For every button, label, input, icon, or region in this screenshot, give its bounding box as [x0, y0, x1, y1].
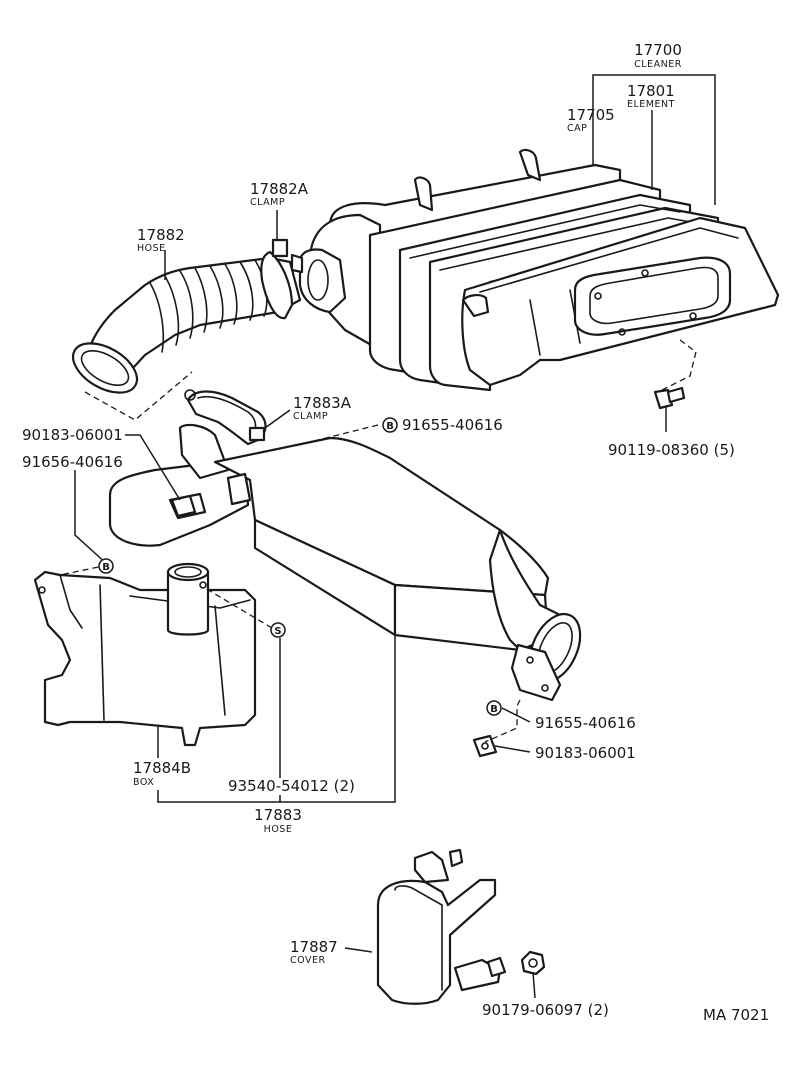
- cap-part-name: CAP: [567, 123, 587, 134]
- grommet-right: [472, 734, 498, 758]
- box-part-name: BOX: [133, 777, 154, 788]
- cover-part-number: 17887: [290, 938, 338, 956]
- bolt-part-number: 90119-08360 (5): [608, 441, 735, 459]
- element-part-number: 17801: [627, 82, 675, 100]
- mark-b-right: B: [486, 700, 502, 716]
- hose2-part-number: 17883: [254, 806, 302, 824]
- label-box: 17884B BOX: [133, 759, 191, 788]
- mark-s: S: [270, 622, 286, 638]
- dash-clip-right: [484, 699, 521, 743]
- hose1-part-name: HOSE: [137, 243, 166, 254]
- clamp-a-part-name: CLAMP: [250, 197, 285, 208]
- element-part-name: ELEMENT: [627, 99, 675, 110]
- hose1-part-number: 17882: [137, 226, 185, 244]
- leader-lines: [74, 74, 716, 999]
- cap-part-number: 17705: [567, 106, 615, 124]
- clamp-17883a: [184, 389, 267, 446]
- resonator-box-17884b: [33, 562, 257, 747]
- clip-left-part-number: 91656-40616: [22, 453, 123, 471]
- cleaner-part-name: CLEANER: [634, 59, 682, 70]
- svg-text:B: B: [386, 421, 394, 432]
- label-hose-17883: 17883 HOSE: [254, 806, 302, 835]
- label-hose-17882: 17882 HOSE: [137, 226, 185, 254]
- nut-part-number: 90179-06097 (2): [482, 1001, 609, 1019]
- label-clamp-17882a: 17882A CLAMP: [250, 180, 309, 208]
- dash-bolt: [661, 339, 697, 391]
- bolt-90119: [653, 386, 686, 410]
- clamp-b-part-name: CLAMP: [293, 411, 328, 422]
- grommet-left: [170, 494, 197, 518]
- svg-text:B: B: [490, 704, 498, 715]
- clamp-17882a: [260, 238, 304, 320]
- screw-93540: [199, 581, 207, 589]
- clip-top-part-number: 91655-40616: [402, 416, 503, 434]
- cleaner-part-number: 17700: [634, 41, 682, 59]
- air-cleaner-assembly: [298, 148, 780, 392]
- label-cap: 17705 CAP: [567, 106, 615, 134]
- dash-clip-left: [59, 564, 109, 576]
- nut-90179: [520, 950, 546, 976]
- grommet-right-part-number: 90183-06001: [535, 744, 636, 762]
- label-clamp-17883a: 17883A CLAMP: [293, 394, 352, 422]
- cover-17887: [376, 848, 507, 1005]
- label-element: 17801 ELEMENT: [627, 82, 675, 110]
- label-cover: 17887 COVER: [290, 938, 338, 966]
- cover-part-name: COVER: [290, 955, 326, 966]
- box-part-number: 17884B: [133, 759, 191, 777]
- dash-clip-top: [309, 424, 379, 443]
- hose-17882: [71, 256, 302, 394]
- mark-b-top: B: [382, 417, 398, 433]
- hose2-part-name: HOSE: [264, 824, 293, 835]
- clamp-b-part-number: 17883A: [293, 394, 352, 412]
- label-cleaner: 17700 CLEANER: [634, 41, 682, 70]
- svg-text:B: B: [102, 562, 110, 573]
- diagram-reference-code: MA 7021: [703, 1006, 769, 1024]
- dash-screw: [204, 587, 273, 629]
- screw-part-number: 93540-54012 (2): [228, 777, 355, 795]
- intake-duct-17883: [108, 423, 582, 702]
- grommet-left-part-number: 90183-06001: [22, 426, 123, 444]
- clamp-a-part-number: 17882A: [250, 180, 309, 198]
- mark-b-left: B: [98, 558, 114, 574]
- clip-right-part-number: 91655-40616: [535, 714, 636, 732]
- svg-text:S: S: [274, 626, 281, 637]
